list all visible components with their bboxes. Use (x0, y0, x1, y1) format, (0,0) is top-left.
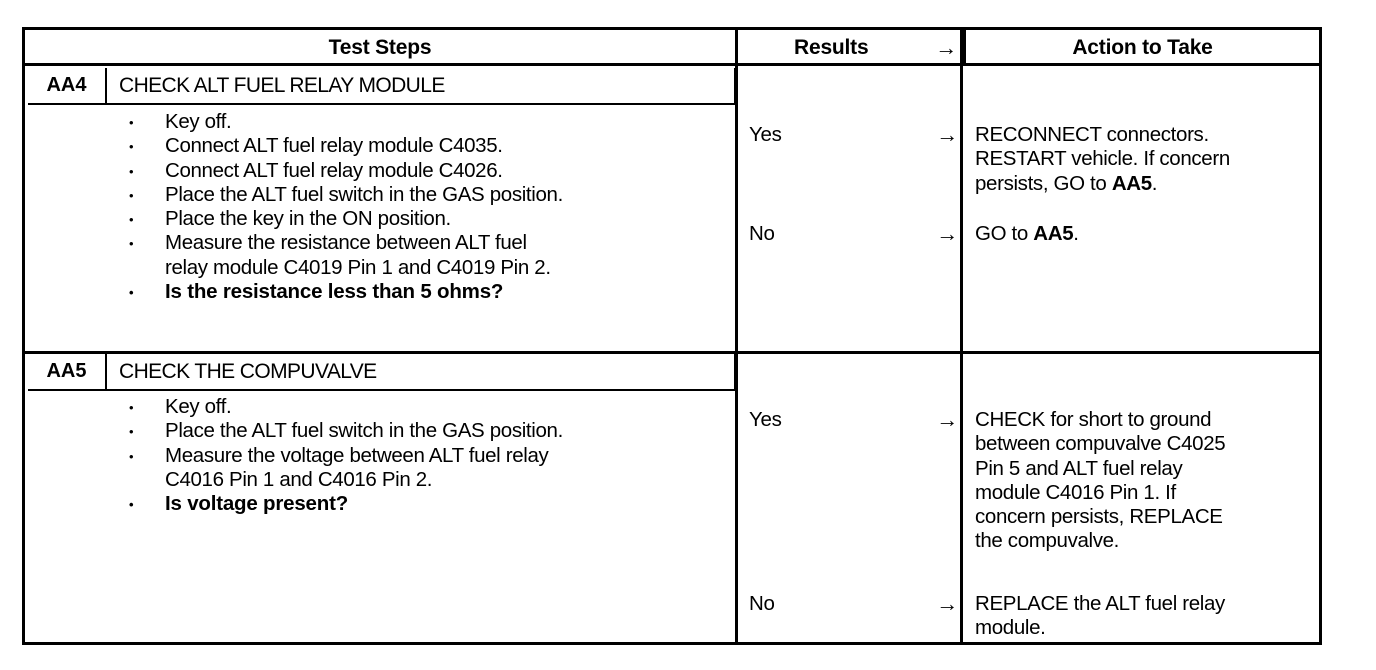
list-item: Key off. (129, 110, 729, 136)
diagnostic-test-table: Test Steps Results → Action to Take AA4 … (22, 27, 1322, 645)
result-label: No (749, 222, 775, 245)
action-text-tail: . (1073, 222, 1079, 245)
list-item: Place the key in the ON position. (129, 207, 729, 233)
step-id-aa5: AA5 (28, 354, 107, 389)
table-header-row: Test Steps Results → Action to Take (25, 30, 1319, 66)
result-label: Yes (749, 123, 782, 146)
list-item-question: Is voltage present? (129, 492, 729, 518)
action-text-tail: . (1151, 171, 1158, 195)
step-header-aa4: AA4 CHECK ALT FUEL RELAY MODULE (28, 68, 736, 105)
header-results: Results → (735, 30, 963, 66)
list-item: Place the ALT fuel switch in the GAS pos… (129, 183, 729, 209)
list-item: Place the ALT fuel switch in the GAS pos… (129, 419, 729, 445)
header-test-steps: Test Steps (328, 36, 432, 59)
action-cell-no-aa5: REPLACE the ALT fuel relay module. (975, 592, 1309, 641)
list-item: Measure the resistance between ALT fuel … (129, 231, 729, 280)
action-text: RECONNECT connectors. RESTART vehicle. I… (975, 123, 1230, 195)
list-item: Connect ALT fuel relay module C4026. (129, 159, 729, 185)
step-title-aa5: CHECK THE COMPUVALVE (119, 359, 377, 383)
step-header-aa5: AA5 CHECK THE COMPUVALVE (28, 354, 736, 391)
results-column-divider (735, 30, 963, 642)
header-results-label: Results (794, 36, 869, 59)
block-separator (25, 351, 1319, 354)
arrow-right-icon: → (935, 35, 957, 60)
action-cell-no-aa4: GO to AA5. (975, 222, 1309, 246)
list-item: Measure the voltage between ALT fuel rel… (129, 444, 729, 493)
action-cell-yes-aa4: RECONNECT connectors. RESTART vehicle. I… (975, 123, 1309, 196)
step-id-aa4: AA4 (28, 68, 107, 103)
list-item-question: Is the resistance less than 5 ohms? (129, 280, 729, 306)
result-label: Yes (749, 408, 782, 431)
action-text: REPLACE the ALT fuel relay module. (975, 592, 1225, 640)
list-item: Connect ALT fuel relay module C4035. (129, 134, 729, 160)
action-cell-yes-aa5: CHECK for short to ground between compuv… (975, 408, 1309, 554)
arrow-right-icon: → (936, 122, 958, 147)
list-item: Key off. (129, 395, 729, 421)
results-cell-aa4: Yes → No → Yes → No → (735, 30, 963, 642)
action-text: GO to (975, 222, 1034, 245)
header-action-to-take: Action to Take (963, 30, 1319, 66)
step-list-aa4: Key off. Connect ALT fuel relay module C… (129, 110, 729, 306)
step-title-aa4: CHECK ALT FUEL RELAY MODULE (119, 73, 445, 97)
action-ref-bold: AA5 (1033, 222, 1074, 245)
arrow-right-icon: → (936, 221, 958, 246)
result-label: No (749, 592, 775, 615)
action-column: RECONNECT connectors. RESTART vehicle. I… (963, 30, 1319, 642)
step-list-aa5: Key off. Place the ALT fuel switch in th… (129, 395, 729, 519)
action-text: CHECK for short to ground between compuv… (975, 408, 1226, 553)
action-ref-bold: AA5 (1111, 171, 1152, 195)
arrow-right-icon: → (936, 591, 958, 616)
arrow-right-icon: → (936, 407, 958, 432)
